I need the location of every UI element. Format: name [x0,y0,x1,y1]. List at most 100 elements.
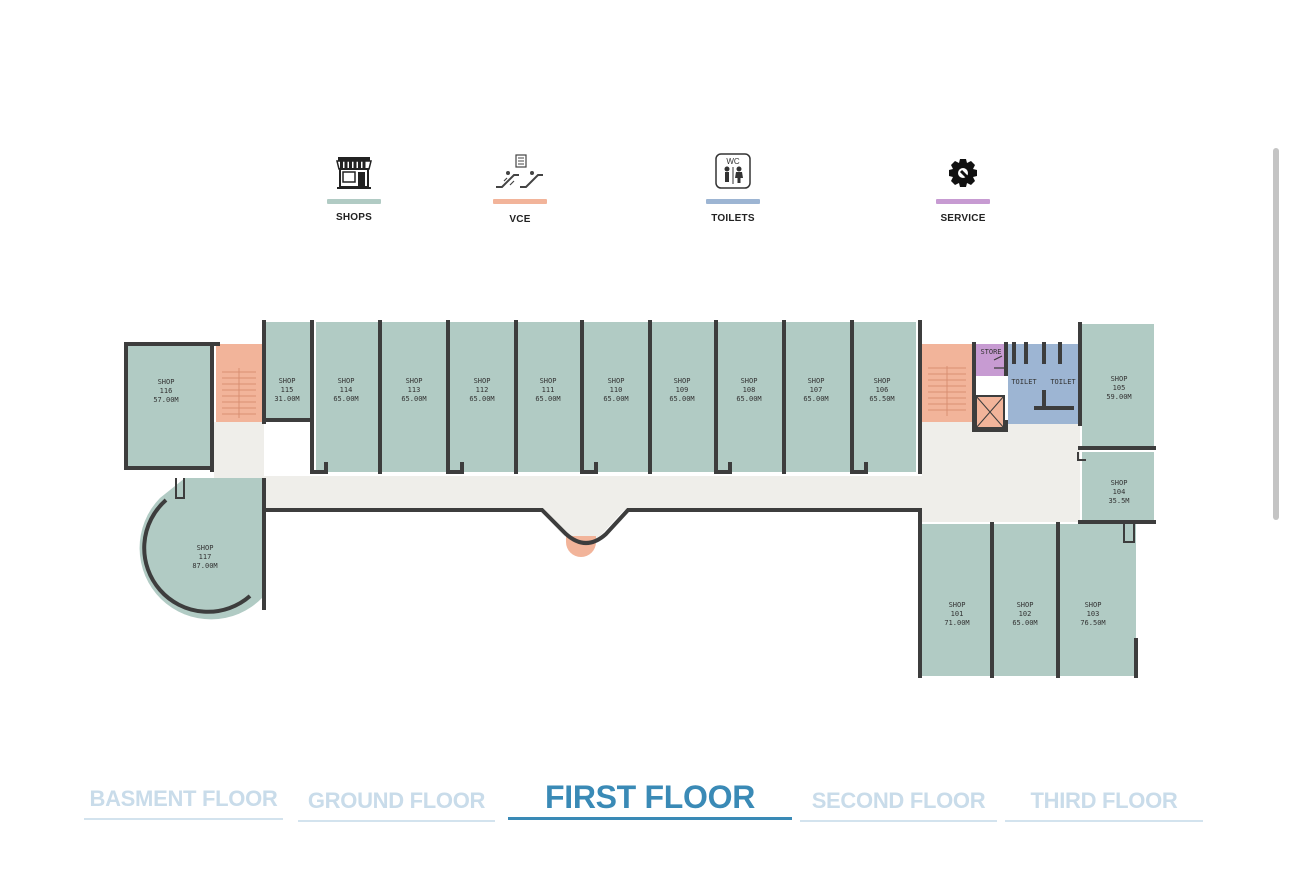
shop-number: 109 [676,386,689,394]
tab-underline [508,817,792,820]
shop-109[interactable] [652,322,714,472]
vce-color-bar [493,199,547,204]
shop-area: 65.00M [535,395,560,403]
shop-label: SHOP [474,377,491,385]
shop-number: 110 [610,386,623,394]
shop-area: 65.00M [603,395,628,403]
shop-number: 101 [951,610,964,618]
service-color-bar [936,199,990,204]
floor-tab-basement[interactable]: BASMENT FLOOR [84,778,283,820]
shop-label: SHOP [197,544,214,552]
shop-label: SHOP [1085,601,1102,609]
shop-114[interactable] [316,322,378,472]
gear-icon [943,153,983,193]
shop-label: SHOP [1017,601,1034,609]
floor-tab-label: THIRD FLOOR [1030,788,1178,813]
legend-toilets: WC TOILETS [683,153,783,224]
shop-106[interactable] [854,322,916,472]
legend-label: SERVICE [940,213,986,224]
legend-label: VCE [509,214,531,225]
shop-area: 57.00M [153,396,178,404]
shop-label: SHOP [540,377,557,385]
shop-104[interactable] [1082,452,1154,522]
shop-111[interactable] [518,322,580,472]
shop-number: 117 [199,553,212,561]
shop-label: SHOP [1111,375,1128,383]
escalator-icon [496,153,543,193]
shop-112[interactable] [450,322,514,472]
shop-102[interactable] [994,524,1056,676]
shop-115[interactable] [266,322,310,420]
shop-number: 115 [281,386,294,394]
corridor [214,422,1080,542]
shop-number: 113 [408,386,421,394]
shop-area: 65.00M [469,395,494,403]
shop-area: 65.00M [401,395,426,403]
shop-117[interactable] [139,478,262,620]
wc-icon: WC [713,153,753,193]
shop-area: 76.50M [1080,619,1105,627]
scrollbar-track[interactable] [1267,0,1289,875]
shop-label: SHOP [406,377,423,385]
shop-110[interactable] [584,322,648,472]
shops-color-bar [327,199,381,204]
shop-area: 87.00M [192,562,217,570]
shop-area: 35.5M [1108,497,1129,505]
shop-label: SHOP [279,377,296,385]
legend-label: TOILETS [711,213,755,224]
toilet-label: TOILET [1050,378,1076,386]
shop-area: 59.00M [1106,393,1131,401]
shop-label: SHOP [808,377,825,385]
toilet-label: TOILET [1011,378,1037,386]
tab-underline [800,820,997,822]
shop-area: 65.00M [736,395,761,403]
shop-label: SHOP [158,378,175,386]
shop-icon [334,153,374,193]
shop-number: 112 [476,386,489,394]
shop-105[interactable] [1082,324,1154,448]
shop-label: SHOP [741,377,758,385]
store-room[interactable] [976,344,1006,376]
shop-113[interactable] [382,322,446,472]
shop-116[interactable] [126,344,214,470]
svg-text:WC: WC [726,157,740,166]
shop-number: 103 [1087,610,1100,618]
floor-tab-ground[interactable]: GROUND FLOOR [298,780,495,822]
shop-label: SHOP [608,377,625,385]
vce-stairs-right [922,344,972,422]
floor-tab-label: FIRST FLOOR [544,779,755,815]
legend-service: SERVICE [913,153,1013,224]
shop-number: 106 [876,386,889,394]
shop-103[interactable] [1060,524,1136,676]
shop-number: 114 [340,386,353,394]
store-label: STORE [980,348,1001,356]
legend-vce: VCE [470,153,570,225]
shop-area: 65.00M [803,395,828,403]
shop-number: 104 [1113,488,1126,496]
shop-108[interactable] [718,322,782,472]
floor-tab-label: GROUND FLOOR [307,788,486,813]
shop-area: 65.50M [869,395,894,403]
tab-underline [298,820,495,822]
shop-101[interactable] [922,524,990,676]
floor-tab-third[interactable]: THIRD FLOOR [1005,780,1203,822]
shop-number: 107 [810,386,823,394]
floor-tab-label: BASMENT FLOOR [89,786,278,811]
shop-107[interactable] [786,322,850,472]
shop-area: 31.00M [274,395,299,403]
shop-area: 71.00M [944,619,969,627]
shop-label: SHOP [338,377,355,385]
shop-area: 65.00M [333,395,358,403]
shop-number: 108 [743,386,756,394]
floor-tab-first[interactable]: FIRST FLOOR [508,778,792,820]
shop-label: SHOP [874,377,891,385]
shop-label: SHOP [1111,479,1128,487]
scrollbar-thumb[interactable] [1273,148,1279,520]
shop-number: 116 [160,387,173,395]
legend-shops: SHOPS [304,153,404,223]
shop-label: SHOP [674,377,691,385]
legend-label: SHOPS [335,212,372,223]
shop-number: 102 [1019,610,1032,618]
floor-plan: SHOP 116 57.00M SHOP 115 31.00M SHOP 114… [124,320,1156,678]
floor-tab-second[interactable]: SECOND FLOOR [800,780,997,822]
